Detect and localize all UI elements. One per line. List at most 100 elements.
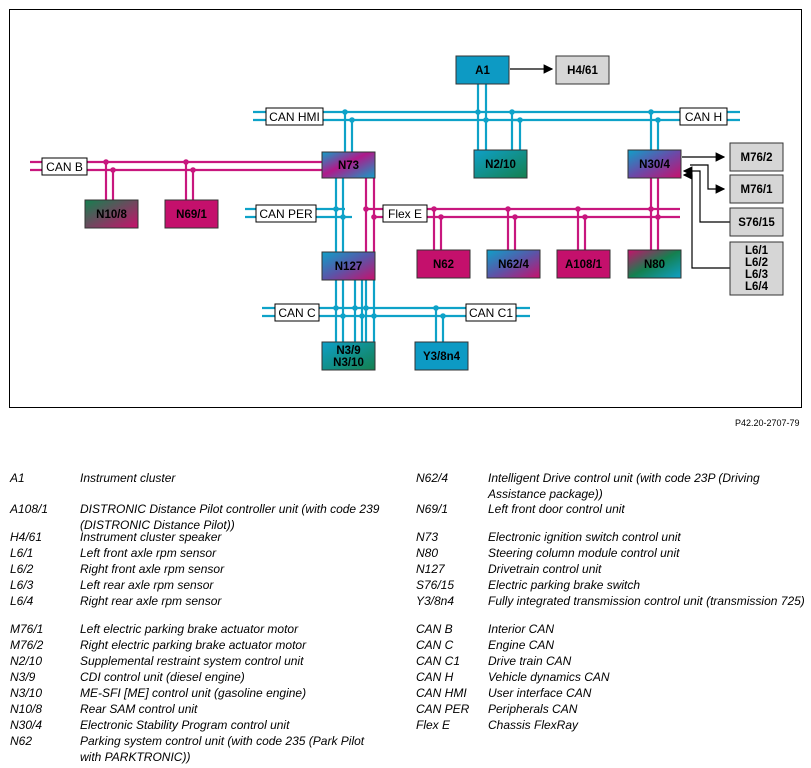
- svg-text:N69/1: N69/1: [176, 209, 207, 221]
- unit-n30-4: N30/4: [627, 149, 682, 179]
- legend-code: N10/8: [10, 702, 43, 716]
- legend-description: Right front axle rpm sensor: [80, 562, 225, 576]
- svg-text:N3/10: N3/10: [333, 357, 364, 369]
- legend-description: Drive train CAN: [488, 654, 572, 668]
- unit-l6: L6/1 L6/2 L6/3 L6/4: [729, 241, 784, 296]
- legend-description: Intelligent Drive control unit (with cod…: [488, 471, 760, 501]
- svg-text:M76/2: M76/2: [741, 152, 773, 164]
- svg-text:CAN B: CAN B: [46, 160, 83, 174]
- legend-description: Instrument cluster speaker: [80, 530, 222, 544]
- unit-n73: N73: [321, 151, 376, 179]
- legend-description: Vehicle dynamics CAN: [488, 670, 610, 684]
- legend-description: Left rear axle rpm sensor: [80, 578, 214, 592]
- bus-label-can-b: CAN B: [41, 157, 88, 176]
- svg-text:S76/15: S76/15: [738, 217, 775, 229]
- legend-description: Interior CAN: [488, 622, 555, 636]
- legend-description: Fully integrated transmission control un…: [488, 594, 805, 608]
- legend-code: N127: [416, 562, 445, 576]
- legend-description: Left electric parking brake actuator mot…: [80, 622, 299, 636]
- svg-text:A108/1: A108/1: [565, 259, 603, 271]
- legend-description: ME-SFI [ME] control unit (gasoline engin…: [80, 686, 307, 700]
- legend-description: Supplemental restraint system control un…: [80, 654, 304, 668]
- unit-h4-61: H4/61: [555, 55, 610, 85]
- legend-code: CAN C: [416, 638, 454, 652]
- legend-code: CAN C1: [416, 654, 461, 668]
- unit-n62: N62: [416, 249, 471, 279]
- unit-m76-2: M76/2: [729, 142, 784, 172]
- legend-code: N2/10: [10, 654, 43, 668]
- reference-number: P42.20-2707-79: [735, 418, 800, 428]
- legend-description: Steering column module control unit: [488, 546, 680, 560]
- bus-label-can-hmi: CAN HMI: [265, 107, 324, 126]
- legend-description: Left front door control unit: [488, 502, 625, 516]
- legend-code: CAN HMI: [416, 686, 467, 700]
- unit-a1: A1: [455, 55, 510, 85]
- svg-text:L6/2: L6/2: [745, 257, 768, 269]
- legend-code: N62: [10, 734, 33, 748]
- legend-description: Electronic Stability Program control uni…: [80, 718, 290, 732]
- legend-description: Engine CAN: [488, 638, 555, 652]
- legend-code: N69/1: [416, 502, 449, 516]
- signal-wires: [510, 64, 730, 269]
- legend-code: N80: [416, 546, 439, 560]
- svg-text:CAN HMI: CAN HMI: [269, 110, 320, 124]
- bus-label-can-c: CAN C: [274, 303, 320, 322]
- legend-code: S76/15: [416, 578, 455, 592]
- unit-n62-4: N62/4: [486, 249, 541, 279]
- svg-text:N30/4: N30/4: [639, 159, 670, 171]
- legend-code: CAN PER: [416, 702, 470, 716]
- svg-text:Flex E: Flex E: [388, 207, 422, 221]
- legend-description: Drivetrain control unit: [488, 562, 602, 576]
- unit-n10-8: N10/8: [84, 199, 139, 229]
- legend-code: L6/4: [10, 594, 34, 608]
- svg-text:L6/1: L6/1: [745, 245, 769, 257]
- legend-code: M76/2: [10, 638, 44, 652]
- legend-code: N62/4: [416, 471, 449, 485]
- svg-text:N10/8: N10/8: [96, 209, 127, 221]
- svg-text:N80: N80: [644, 259, 665, 271]
- svg-text:CAN PER: CAN PER: [259, 207, 313, 221]
- bus-label-can-h: CAN H: [679, 107, 728, 126]
- bus-label-can-c1: CAN C1: [465, 303, 517, 322]
- legend-description: User interface CAN: [488, 686, 592, 700]
- svg-text:L6/4: L6/4: [745, 281, 769, 293]
- svg-text:CAN H: CAN H: [685, 110, 722, 124]
- legend-description: Electric parking brake switch: [488, 578, 641, 592]
- svg-text:N3/9: N3/9: [336, 345, 360, 357]
- svg-text:CAN C1: CAN C1: [469, 306, 513, 320]
- legend-code: A1: [10, 471, 25, 485]
- unit-a108-1: A108/1: [556, 249, 611, 279]
- legend-code: N73: [416, 530, 439, 544]
- svg-text:H4/61: H4/61: [567, 65, 598, 77]
- unit-s76-15: S76/15: [729, 207, 784, 237]
- bus-labels: CAN HMI CAN H CAN B CAN PER Flex E CAN C…: [41, 107, 728, 322]
- unit-n3-9-n3-10: N3/9 N3/10: [321, 341, 376, 371]
- legend-code: Y3/8n4: [416, 594, 455, 608]
- unit-m76-1: M76/1: [729, 174, 784, 204]
- network-topology-diagram: CAN HMI CAN H CAN B CAN PER Flex E CAN C…: [9, 9, 802, 408]
- bus-label-can-per: CAN PER: [255, 204, 317, 223]
- bus-label-flex-e: Flex E: [382, 204, 428, 223]
- svg-text:N73: N73: [338, 160, 359, 172]
- legend-description: Peripherals CAN: [488, 702, 578, 716]
- legend-code: H4/61: [10, 530, 43, 544]
- legend-code: L6/3: [10, 578, 34, 592]
- legend-code: M76/1: [10, 622, 44, 636]
- legend-code: L6/1: [10, 546, 34, 560]
- svg-text:N127: N127: [335, 261, 363, 273]
- legend-code: CAN H: [416, 670, 454, 684]
- svg-text:L6/3: L6/3: [745, 269, 768, 281]
- legend-code: Flex E: [416, 718, 451, 732]
- svg-text:M76/1: M76/1: [741, 184, 774, 196]
- legend-code: N30/4: [10, 718, 43, 732]
- legend-description: CDI control unit (diesel engine): [80, 670, 245, 684]
- legend-code: L6/2: [10, 562, 34, 576]
- legend-description: Chassis FlexRay: [488, 718, 579, 732]
- legend-description: Parking system control unit (with code 2…: [80, 734, 365, 764]
- control-units: A1 H4/61 N2/10 N30/4 M76/2 M76/1 S76/15: [84, 55, 784, 371]
- svg-text:CAN C: CAN C: [278, 306, 316, 320]
- unit-n69-1: N69/1: [164, 199, 219, 229]
- legend-code: CAN B: [416, 622, 453, 636]
- svg-text:Y3/8n4: Y3/8n4: [423, 351, 461, 363]
- legend-description: Right electric parking brake actuator mo…: [80, 638, 307, 652]
